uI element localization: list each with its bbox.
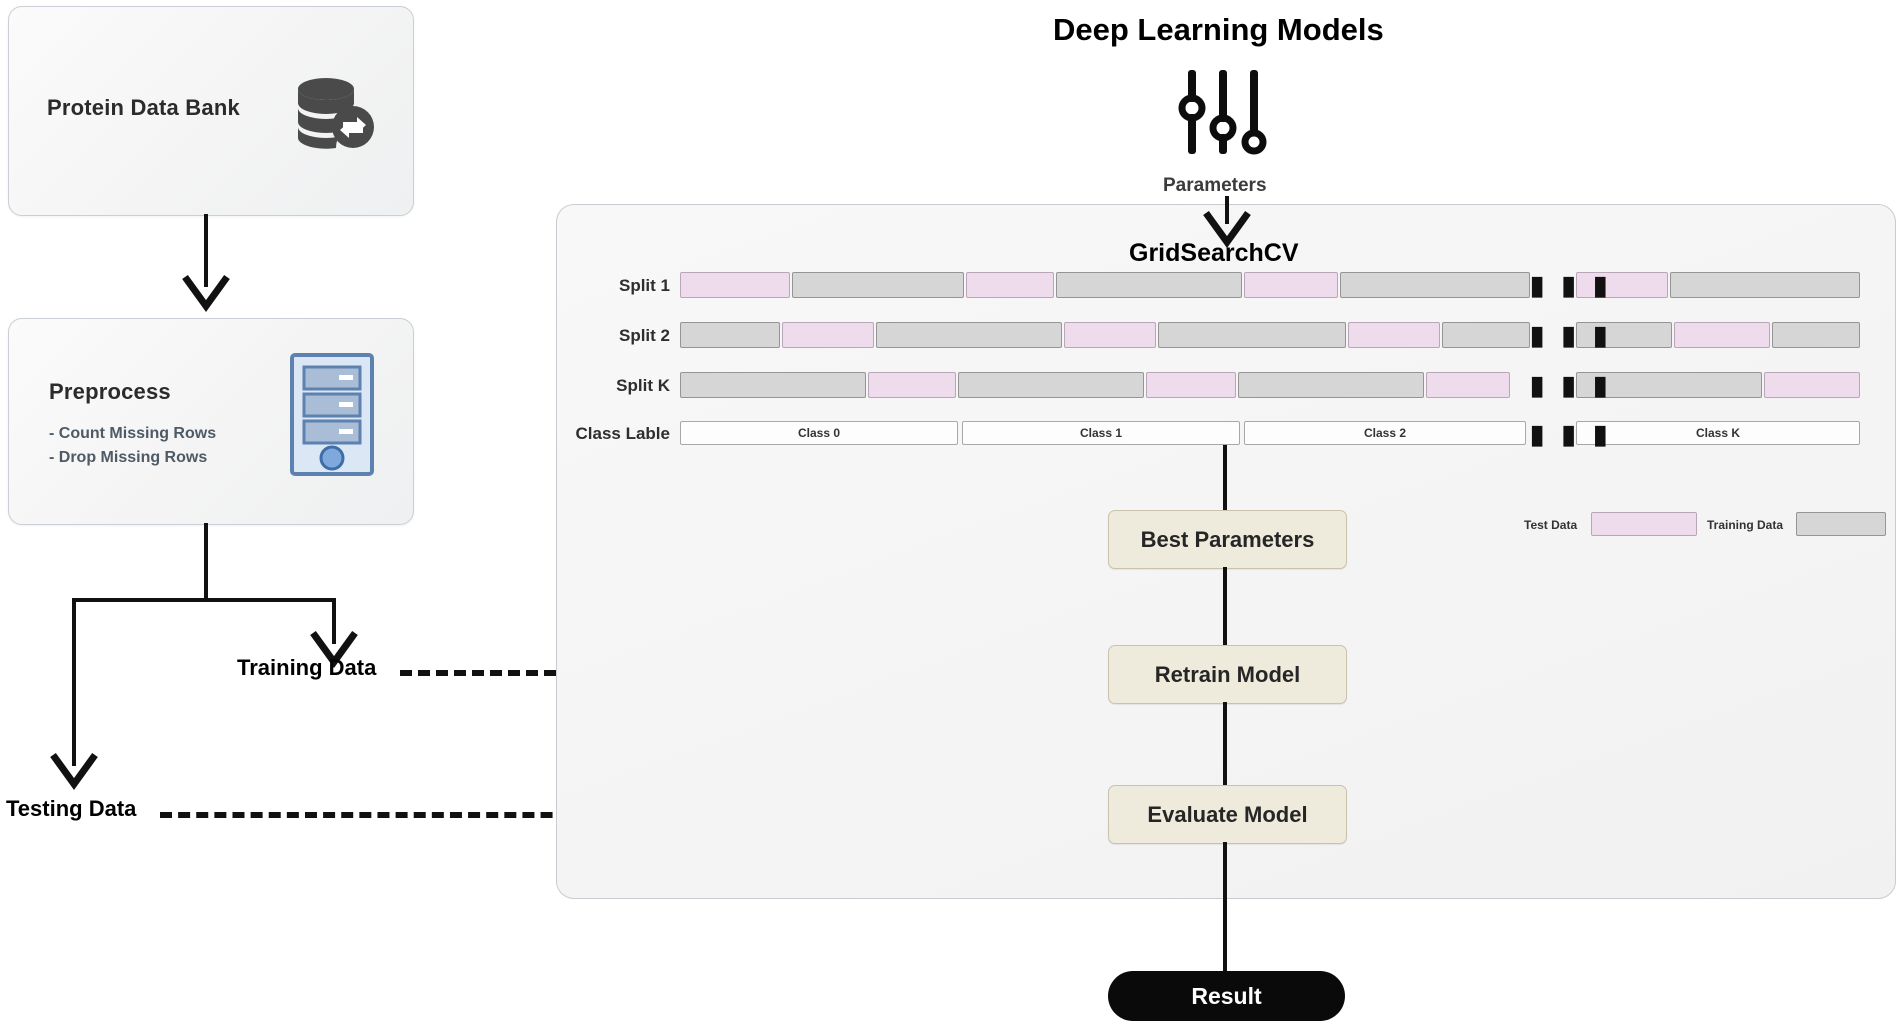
cv-cell-train <box>876 322 1062 348</box>
result-badge[interactable]: Result <box>1108 971 1345 1021</box>
class-label-cell: Class K <box>1576 421 1860 445</box>
cv-row-label-2: Split 2 <box>618 326 670 345</box>
legend-training-label: Training Data <box>1707 518 1784 532</box>
evaluate-model-box[interactable]: Evaluate Model <box>1108 785 1347 844</box>
legend-test-swatch <box>1591 512 1697 536</box>
cv-cell-train <box>958 372 1144 398</box>
cv-cell-train <box>1056 272 1242 298</box>
arrowhead-down-training <box>310 630 358 668</box>
cv-row-label-3: Split K <box>616 376 670 395</box>
ellipsis-split-2: ▮ ▮ ▮ <box>1530 320 1613 350</box>
cv-cell-train <box>680 322 780 348</box>
cv-cell-test <box>868 372 956 398</box>
class-label-cell: Class 1 <box>962 421 1240 445</box>
cv-row-label-class: Class Lable <box>575 424 671 443</box>
server-rack-icon <box>290 353 374 476</box>
connector-evaluate-to-result <box>1223 842 1227 973</box>
cv-cell-train <box>1340 272 1530 298</box>
arrowhead-down-testing <box>50 752 98 790</box>
preprocess-title: Preprocess <box>49 379 171 404</box>
cv-cell-train <box>792 272 964 298</box>
cv-cell-train <box>1158 322 1346 348</box>
arrowhead-down-gridsearch <box>1203 210 1251 248</box>
cv-cell-test <box>1244 272 1338 298</box>
connector-retrain-to-evaluate <box>1223 702 1227 785</box>
protein-data-bank-title: Protein Data Bank <box>47 95 240 120</box>
cv-cell-train <box>680 372 866 398</box>
sliders-icon <box>1178 70 1267 155</box>
cv-cell-test <box>1674 322 1770 348</box>
cv-cell-train <box>1576 322 1672 348</box>
parameters-caption: Parameters <box>1163 175 1267 196</box>
connector-best-params-to-retrain <box>1223 567 1227 645</box>
cv-cell-train <box>1670 272 1860 298</box>
connector-preprocess-split-bar <box>72 598 336 602</box>
legend-training-swatch <box>1796 512 1886 536</box>
cv-cell-train <box>1442 322 1530 348</box>
connector-preprocess-stem <box>204 523 208 601</box>
page-title: Deep Learning Models <box>1053 12 1384 47</box>
cv-cell-test <box>782 322 874 348</box>
ellipsis-split-1: ▮ ▮ ▮ <box>1530 270 1613 300</box>
cv-row-label-1: Split 1 <box>618 276 670 295</box>
cv-cell-test <box>966 272 1054 298</box>
preprocess-card: Preprocess - Count Missing Rows - Drop M… <box>8 318 414 525</box>
cv-cell-test <box>1426 372 1510 398</box>
best-parameters-box[interactable]: Best Parameters <box>1108 510 1347 569</box>
ellipsis-class-bar: ▮ ▮ ▮ <box>1530 419 1613 449</box>
cv-cell-test <box>680 272 790 298</box>
cv-cell-train <box>1772 322 1860 348</box>
cv-cell-test <box>1064 322 1156 348</box>
class-label-cell: Class 2 <box>1244 421 1526 445</box>
cv-cell-train <box>1238 372 1424 398</box>
arrowhead-down-preprocess <box>182 274 230 312</box>
preprocess-bullet-2: - Drop Missing Rows <box>49 449 208 466</box>
cv-cell-test <box>1146 372 1236 398</box>
database-sync-icon <box>298 78 374 149</box>
protein-data-bank-card: Protein Data Bank <box>8 6 414 216</box>
cv-cell-train <box>1576 372 1762 398</box>
gridsearchcv-label: GridSearchCV <box>1129 239 1299 267</box>
preprocess-bullet-1: - Count Missing Rows <box>49 425 217 442</box>
ellipsis-split-k: ▮ ▮ ▮ <box>1530 370 1613 400</box>
connector-to-training <box>332 598 336 644</box>
connector-classbar-to-best-params <box>1223 445 1227 510</box>
testing-data-label: Testing Data <box>6 796 137 821</box>
connector-parameters-to-gridsearch <box>1225 196 1229 224</box>
cv-cell-test <box>1764 372 1860 398</box>
class-label-cell: Class 0 <box>680 421 958 445</box>
connector-to-testing <box>72 598 76 766</box>
retrain-model-box[interactable]: Retrain Model <box>1108 645 1347 704</box>
connector-pdb-to-preprocess <box>204 214 208 287</box>
cv-cell-test <box>1576 272 1668 298</box>
training-data-label: Training Data <box>237 655 377 680</box>
cv-cell-test <box>1348 322 1440 348</box>
legend-test-label: Test Data <box>1524 518 1578 532</box>
